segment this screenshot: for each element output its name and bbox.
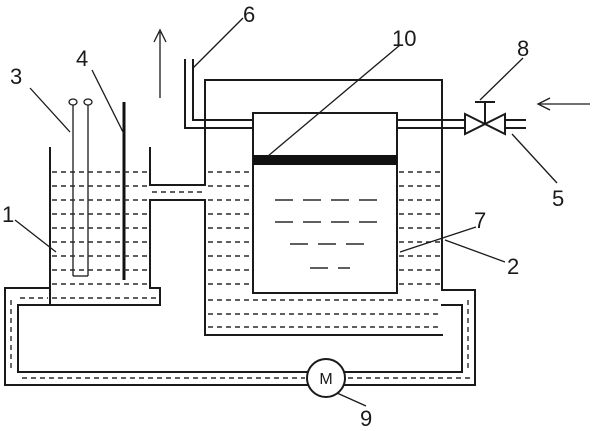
- probes: [68, 98, 93, 277]
- outlet-pipe: [184, 59, 254, 129]
- label-2: 2: [507, 254, 519, 279]
- label-4: 4: [76, 46, 88, 71]
- label-7: 7: [474, 208, 486, 233]
- outlet-arrow: [153, 28, 167, 98]
- inlet-pipe: [396, 119, 526, 129]
- label-8: 8: [517, 36, 529, 61]
- liquid-inner-container: [275, 199, 385, 269]
- circulation-pipe: [4, 287, 476, 386]
- label-5: 5: [552, 186, 564, 211]
- label-3: 3: [10, 64, 22, 89]
- label-10: 10: [392, 26, 416, 51]
- valve: [464, 101, 506, 136]
- number-labels: 1 2 3 4 5 6 7 8 9 10: [2, 2, 564, 431]
- membrane-plate: [253, 155, 397, 165]
- liquid-large-tank: [208, 171, 440, 328]
- label-9: 9: [360, 406, 372, 431]
- label-6: 6: [243, 2, 255, 27]
- large-tank: [204, 79, 443, 336]
- motor-text: M: [319, 371, 332, 388]
- inlet-arrow: [536, 97, 590, 111]
- leader-lines: [14, 17, 558, 407]
- label-1: 1: [2, 202, 14, 227]
- motor: M: [306, 358, 346, 398]
- inner-container: [252, 112, 398, 294]
- liquid-left-tank: [52, 171, 148, 285]
- left-tank: [49, 147, 151, 289]
- liquid-pipe: [10, 297, 470, 379]
- connecting-channel: [149, 184, 206, 201]
